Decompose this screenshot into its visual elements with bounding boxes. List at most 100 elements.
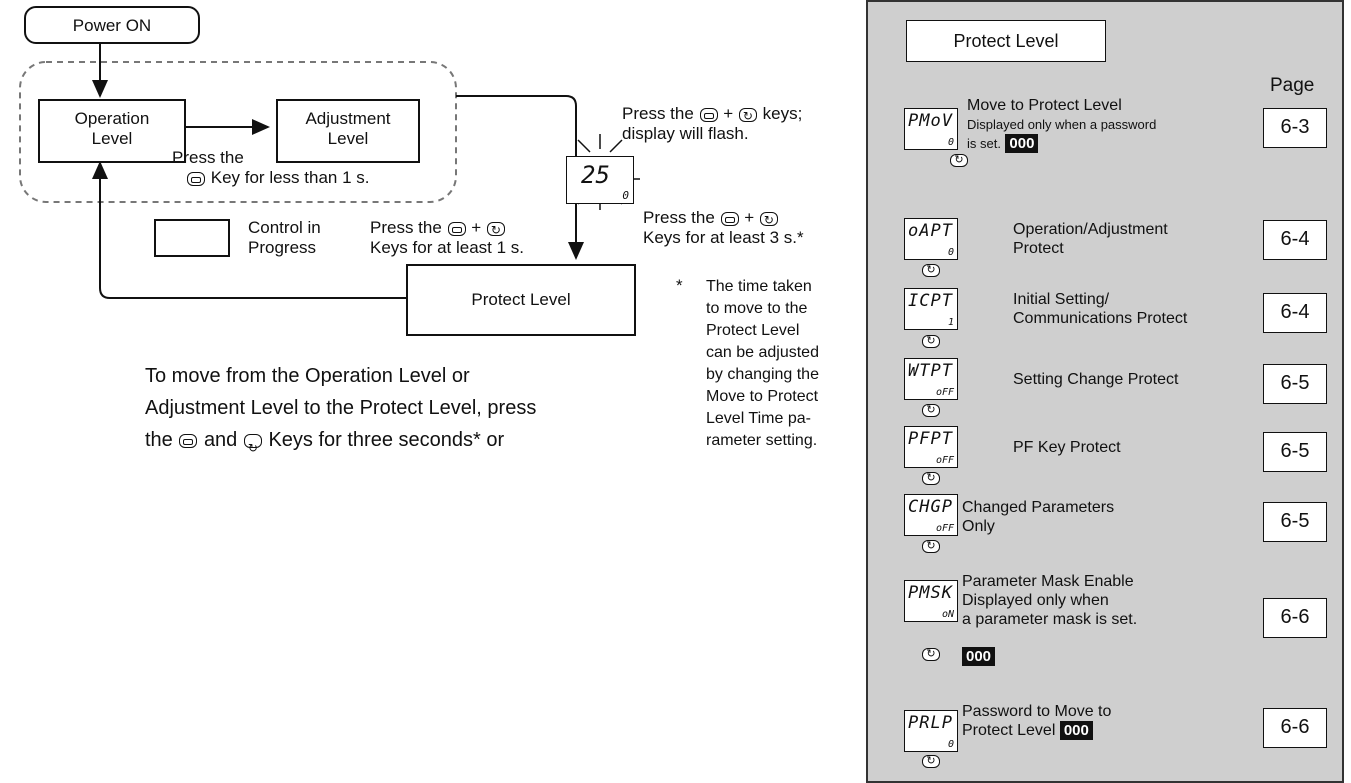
footnote-text: The time taken to move to the Protect Le… xyxy=(706,278,819,449)
press-keys-flash-b: keys; xyxy=(762,104,803,123)
param-label: Move to Protect Level xyxy=(967,97,1122,114)
power-on-box: Power ON xyxy=(24,6,200,44)
panel-title-box: Protect Level xyxy=(906,20,1106,62)
cycle-key-icon: ↻ xyxy=(922,755,940,768)
page-ref: 6-3 xyxy=(1263,108,1327,148)
cycle-key-icon: ↻ xyxy=(922,264,940,277)
cycle-key-icon: ↻ xyxy=(922,472,940,485)
password-badge: 000 xyxy=(1059,721,1093,740)
page-header: Page xyxy=(1270,75,1315,96)
param-label: Setting Change Protect xyxy=(1013,371,1179,388)
adjustment-level-box: Adjustment Level xyxy=(276,99,420,163)
param-code: CHGP xyxy=(908,497,953,517)
operation-adjustment-group xyxy=(19,61,457,203)
display-sub-value: 0 xyxy=(622,189,629,202)
operation-level-box: Operation Level xyxy=(38,99,186,163)
body-line-2: Adjustment Level to the Protect Level, p… xyxy=(145,397,537,419)
param-label: Initial Setting/ Communications Protect xyxy=(1013,291,1188,327)
protect-level-label: Protect Level xyxy=(471,290,571,309)
cycle-key-icon xyxy=(486,220,505,240)
page-ref: 6-6 xyxy=(1263,708,1327,748)
adjustment-level-label: Adjustment Level xyxy=(305,109,391,148)
param-code: WTPT xyxy=(908,361,953,381)
param-display-prlp: PRLP 0 xyxy=(904,710,958,752)
cycle-key-icon: ↻ xyxy=(922,404,940,417)
display-value: 25 xyxy=(581,161,610,189)
press-less-1s-text: Press the xyxy=(172,148,244,168)
param-code: oAPT xyxy=(908,221,953,241)
param-sub: 1 xyxy=(947,317,954,328)
page-ref: 6-5 xyxy=(1263,502,1327,542)
param-display-wtpt: WTPT oFF xyxy=(904,358,958,400)
page-ref: 6-4 xyxy=(1263,220,1327,260)
param-display-pmsk: PMSK oN xyxy=(904,580,958,622)
password-badge: 000 xyxy=(1005,134,1039,153)
control-in-progress-label: Control in Progress xyxy=(248,218,321,257)
press-keys-3s-b: Keys for at least 3 s.* xyxy=(643,228,804,247)
legend-control-box xyxy=(154,219,230,257)
param-note: Displayed only when a password is set. xyxy=(967,117,1157,151)
press-keys-flash-a: Press the xyxy=(622,104,694,123)
press-less-1s-b: Key for less than 1 s. xyxy=(210,168,370,187)
body-line-3: the and Keys for three seconds* or xyxy=(145,424,536,464)
cycle-key-icon xyxy=(243,432,262,464)
param-label: Password to Move to Protect Level xyxy=(962,703,1112,739)
body-line-3a: the xyxy=(145,429,173,451)
cycle-key-icon xyxy=(759,210,778,230)
page-ref: 6-5 xyxy=(1263,364,1327,404)
operation-level-label: Operation Level xyxy=(74,109,150,148)
param-display-pmov: PMoV 0 xyxy=(904,108,958,150)
cycle-key-icon: ↻ xyxy=(922,335,940,348)
param-code: ICPT xyxy=(908,291,953,311)
mode-key-icon xyxy=(187,171,205,186)
footnote-mark: * xyxy=(676,276,683,295)
param-sub: 0 xyxy=(947,137,954,148)
panel-title: Protect Level xyxy=(953,31,1059,51)
body-line-1: To move from the Operation Level or xyxy=(145,365,470,387)
param-display-chgp: CHGP oFF xyxy=(904,494,958,536)
param-label: Changed Parameters Only xyxy=(962,499,1115,535)
cycle-key-icon: ↻ xyxy=(922,540,940,553)
param-display-icpt: ICPT 1 xyxy=(904,288,958,330)
param-text-pmsk: Parameter Mask Enable Displayed only whe… xyxy=(962,572,1137,629)
param-label: Parameter Mask Enable xyxy=(962,573,1134,590)
param-code: PFPT xyxy=(908,429,953,449)
press-keys-flash-line1: Press the + keys; xyxy=(622,104,803,126)
param-code: PMoV xyxy=(908,111,953,131)
power-on-label: Power ON xyxy=(72,16,152,35)
cycle-key-icon xyxy=(738,106,757,126)
password-badge: 000 xyxy=(962,647,996,666)
press-less-1s-line2: Key for less than 1 s. xyxy=(186,168,369,188)
page-ref: 6-6 xyxy=(1263,598,1327,638)
param-sub: oN xyxy=(941,609,954,620)
body-line-3b: and xyxy=(203,429,238,451)
param-label: Operation/Adjustment Protect xyxy=(1013,221,1168,257)
press-keys-1s-a: Press the xyxy=(370,218,442,237)
press-keys-3s-a: Press the xyxy=(643,208,715,227)
mode-key-icon xyxy=(179,433,198,448)
body-text: To move from the Operation Level or Adju… xyxy=(145,360,537,464)
page-ref: 6-5 xyxy=(1263,432,1327,472)
body-line-3c: Keys for three seconds* or xyxy=(268,429,505,451)
cycle-key-icon: ↻ xyxy=(950,154,968,167)
protect-level-box: Protect Level xyxy=(406,264,636,336)
param-sub: oFF xyxy=(935,523,954,534)
param-text-pmov: Move to Protect Level Displayed only whe… xyxy=(967,96,1156,153)
flashing-display: 25 0 xyxy=(566,156,634,204)
press-less-1s-a: Press the xyxy=(172,148,244,167)
press-keys-flash-c: display will flash. xyxy=(622,124,749,143)
param-label: PF Key Protect xyxy=(1013,439,1121,456)
param-sub: 0 xyxy=(947,247,954,258)
press-keys-3s-line1: Press the + xyxy=(643,208,779,230)
press-keys-1s-b: Keys for at least 1 s. xyxy=(370,238,525,257)
cycle-key-icon: ↻ xyxy=(922,648,940,661)
press-keys-1s-line1: Press the + xyxy=(370,218,506,240)
param-code: PMSK xyxy=(908,583,953,603)
param-code: PRLP xyxy=(908,713,953,733)
mode-key-icon xyxy=(720,211,739,226)
param-display-pfpt: PFPT oFF xyxy=(904,426,958,468)
param-note: Displayed only when a parameter mask is … xyxy=(962,592,1138,628)
param-sub: oFF xyxy=(935,387,954,398)
mode-key-icon xyxy=(699,107,718,122)
mode-key-icon xyxy=(447,221,466,236)
